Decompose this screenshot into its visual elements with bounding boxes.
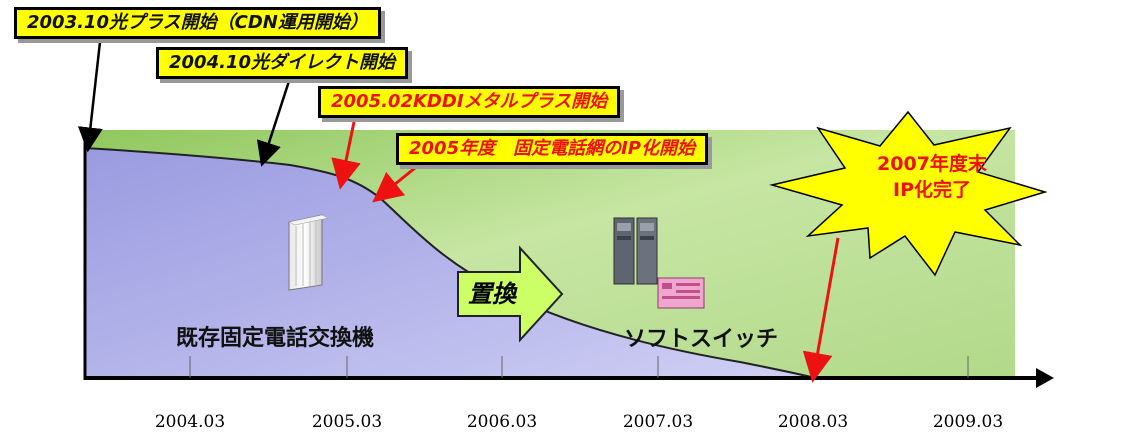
tick-label: 2005.03 (311, 412, 383, 432)
replace-label: 置換 (468, 280, 518, 308)
replace-arrow-icon (457, 245, 564, 343)
tick-label: 2008.03 (777, 412, 849, 432)
transition-curve (84, 147, 816, 379)
time-axis-arrowhead (1036, 368, 1054, 388)
legacy-switch-label: 既存固定電話交換機 (176, 326, 375, 351)
burst-line-1: 2007年度末 (877, 152, 988, 175)
softswitch-server-icon (613, 217, 658, 285)
kddi-metal-callout: 2005.02KDDIメタルプラス開始 (318, 86, 621, 118)
softswitch-device-icon (657, 277, 705, 309)
tick-label: 2009.03 (932, 412, 1004, 432)
ip-start-arrow (372, 166, 416, 203)
tick-label: 2007.03 (622, 412, 694, 432)
legacy-area (85, 148, 815, 378)
hikari-direct-callout: 2004.10光ダイレクト開始 (156, 47, 408, 79)
completion-burst-icon (769, 110, 1048, 277)
ip-complete-arrow (802, 237, 840, 383)
hikari-plus-arrow (77, 41, 103, 153)
hikari-direct-arrow (256, 77, 292, 167)
hikari-plus-callout: 2003.10光プラス開始（CDN運用開始） (14, 7, 381, 39)
tick-label: 2004.03 (154, 412, 226, 432)
tick-label: 2006.03 (466, 412, 538, 432)
ip-start-callout: 2005年度 固定電話網のIP化開始 (396, 133, 708, 165)
kddi-metal-arrow (331, 121, 361, 190)
burst-line-2: IP化完了 (893, 178, 971, 201)
legacy-switch-icon (288, 214, 329, 291)
softswitch-label: ソフトスイッチ (624, 327, 779, 352)
